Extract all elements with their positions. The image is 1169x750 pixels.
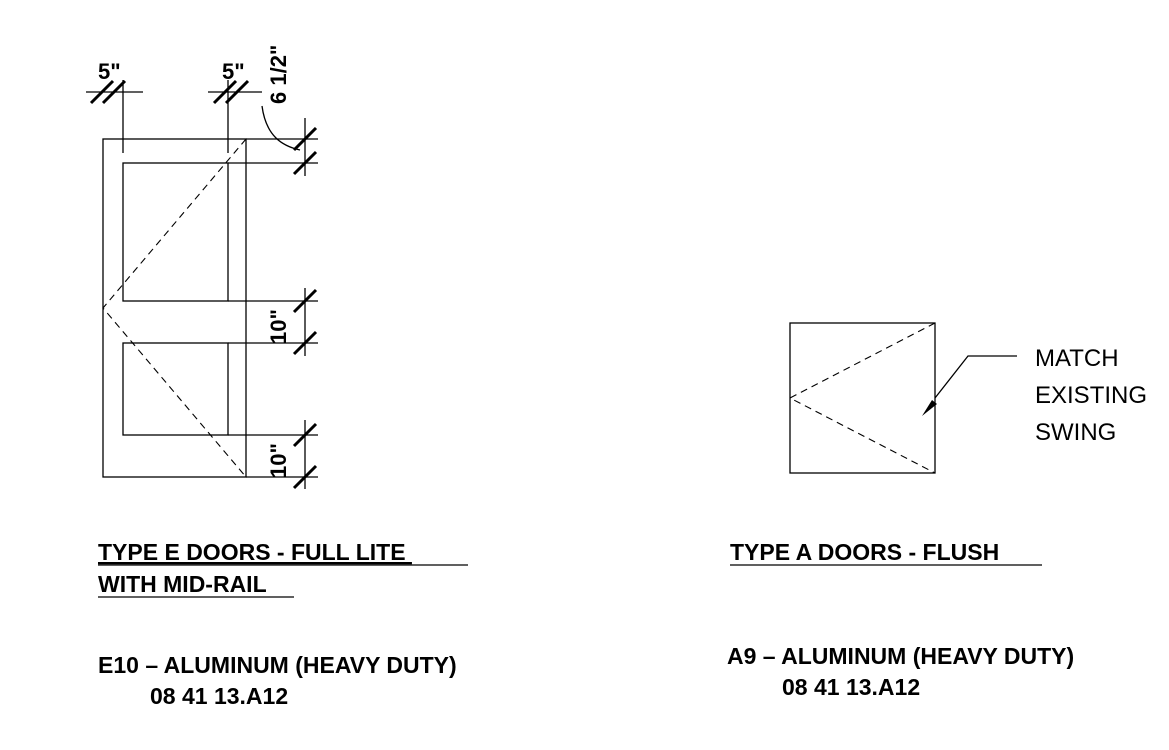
type-a-door-frame: [789, 322, 936, 474]
type-e-left-stile-dim: 5": [98, 59, 121, 84]
type-e-stile-dimensions: [86, 79, 262, 153]
type-e-rail-dimensions: [228, 105, 318, 490]
type-a-title: TYPE A DOORS - FLUSH: [730, 539, 999, 565]
swing-note-leader: [934, 355, 1017, 399]
type-e-lower-lite: [122, 342, 229, 436]
type-a-swing-indicator: [788, 322, 936, 474]
top-rail-leader: [261, 105, 301, 151]
type-e-mid-rail-dim: 10": [266, 309, 291, 344]
type-e-spec-line2: 08 41 13.A12: [150, 683, 288, 709]
swing-note-line2: EXISTING: [1035, 382, 1147, 409]
type-e-door-elevation: [102, 138, 247, 478]
type-e-upper-lite: [122, 162, 229, 302]
type-a-spec-line1: A9 – ALUMINUM (HEAVY DUTY): [727, 643, 1074, 669]
type-e-title-line2: WITH MID-RAIL: [98, 571, 267, 597]
type-a-door-elevation: [788, 322, 1017, 474]
type-a-spec-line2: 08 41 13.A12: [782, 674, 920, 700]
type-e-title-line1: TYPE E DOORS - FULL LITE: [98, 539, 412, 565]
type-e-swing-indicator: [102, 138, 247, 478]
type-e-right-stile-dim: 5": [222, 59, 245, 84]
type-e-spec-line1: E10 – ALUMINUM (HEAVY DUTY): [98, 652, 457, 678]
type-e-bottom-rail-dim: 10": [266, 443, 291, 478]
swing-note-line3: SWING: [1035, 419, 1116, 446]
leader-arrowhead-icon: [922, 400, 937, 416]
type-e-top-rail-dim: 6 1/2": [266, 45, 291, 104]
swing-note-line1: MATCH: [1035, 345, 1119, 372]
type-e-door-frame: [102, 138, 247, 478]
